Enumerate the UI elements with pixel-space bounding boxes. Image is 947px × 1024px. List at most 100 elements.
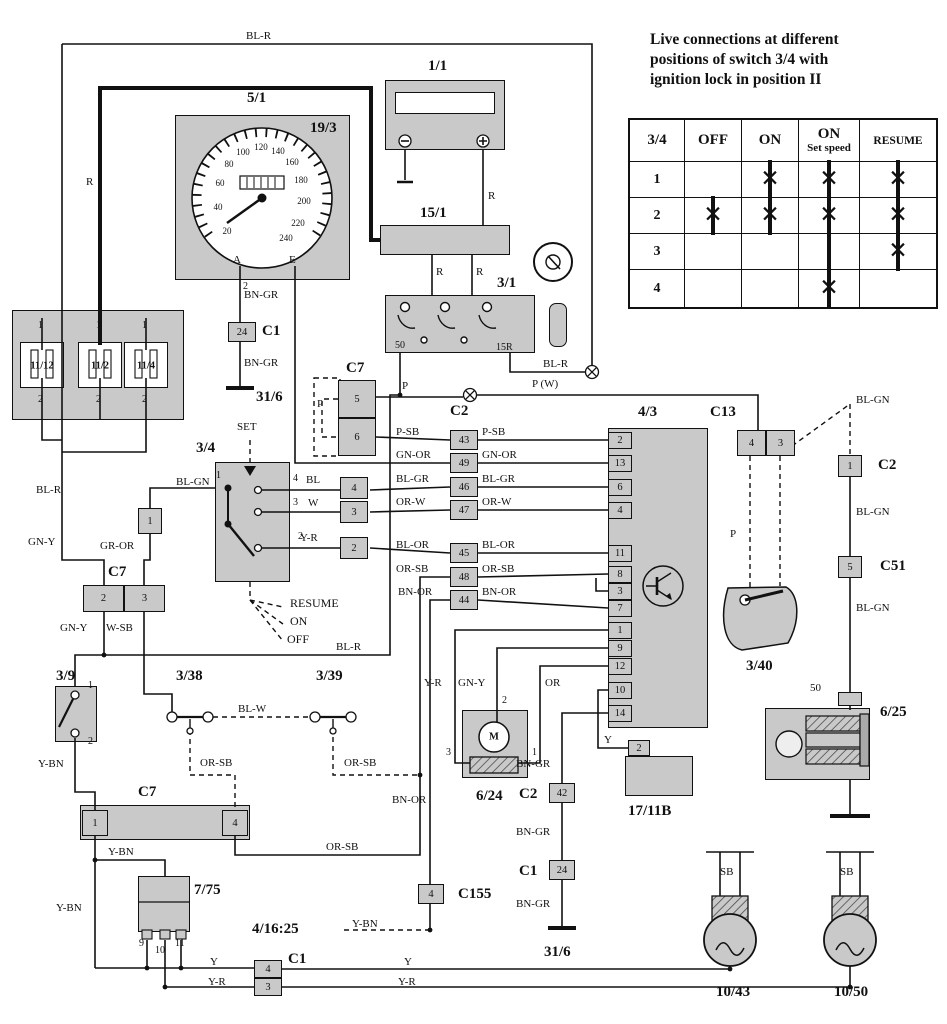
table-row-label: 4 <box>630 270 685 307</box>
wire-label-bl-gn: BL-GN <box>856 394 890 406</box>
table-col-set-speed: ON Set speed <box>799 120 860 162</box>
speedometer-box <box>175 115 350 280</box>
wire-label-bl-gr: BL-GR <box>482 473 515 485</box>
c13-pin-3: 3 <box>766 430 795 456</box>
pin-label: 1 <box>847 460 853 472</box>
on-label: ON <box>290 614 308 628</box>
mark <box>860 232 936 271</box>
label-6-24: 6/24 <box>476 788 503 804</box>
pin-digit: 9 <box>139 938 144 949</box>
wire-label-p-sb: P-SB <box>396 426 420 438</box>
pedal-switch-icon <box>722 586 798 651</box>
pin-digit: 2 <box>38 394 43 405</box>
wire-label-y-r: Y-R <box>398 976 416 988</box>
mark <box>860 196 936 235</box>
switch-connector-pin-3: 3 <box>340 501 368 523</box>
pin-label: 43 <box>458 434 470 446</box>
wire-label-bl-or: BL-OR <box>396 539 429 551</box>
wire-label-bn-or: BN-OR <box>482 586 517 598</box>
table-mark-cell <box>799 232 860 271</box>
pin-label: 4 <box>265 963 271 975</box>
pin-digit: 2 <box>243 281 248 292</box>
wire-label-or-sb: OR-SB <box>482 563 515 575</box>
label-c1-24: C1 <box>519 863 538 879</box>
key-cylinder-box <box>549 303 567 347</box>
pin-digit: 3 <box>446 747 451 758</box>
label-c7-top: C7 <box>346 360 365 376</box>
label-10-43: 10/43 <box>716 984 751 1000</box>
pin-label: 1 <box>617 625 623 636</box>
pin-label: 3 <box>777 437 784 449</box>
ground-icon <box>226 386 870 930</box>
pin-digit: 1 <box>38 320 43 331</box>
gauge-number: 80 <box>224 159 234 169</box>
wire-label-r: R <box>436 266 444 278</box>
label-11-4: 11/4 <box>136 360 156 372</box>
terminal-15r: 15R <box>496 342 513 353</box>
wire-label-bn-or: BN-OR <box>398 586 433 598</box>
wire-label-y-bn: Y-BN <box>108 846 134 858</box>
note-line-1: Live connections at different <box>650 31 839 48</box>
module-pin-14: 14 <box>608 705 632 722</box>
wire-label-bl-gn: BL-GN <box>176 476 210 488</box>
module-pin-11: 11 <box>608 545 632 562</box>
wire-label-bl-r: BL-R <box>543 358 569 370</box>
module-pin-1: 1 <box>608 622 632 639</box>
pin-label: 4 <box>428 888 434 900</box>
c7-pin-5: 5 <box>338 380 376 418</box>
connector-c7-bottom-box <box>80 805 250 840</box>
wire-label-p: P <box>402 380 409 392</box>
wire-label-p: P <box>317 398 324 410</box>
switch-contact-icons <box>166 711 357 735</box>
pin-digit: 1 <box>216 470 221 481</box>
label-4-16-25: 4/16:25 <box>252 921 299 937</box>
pin-label: 46 <box>458 481 470 493</box>
module-pin-8: 8 <box>608 566 632 583</box>
pin-digit: 1 <box>532 747 537 758</box>
note-line-2: positions of switch 3/4 with <box>650 51 829 68</box>
mark <box>742 196 798 235</box>
table-mark-cell <box>685 234 742 270</box>
switch-connector-pin-2: 2 <box>340 537 368 559</box>
mark <box>799 232 859 271</box>
col-label-on: ON <box>817 125 841 142</box>
mark <box>860 270 936 307</box>
table-mark-cell <box>860 160 936 199</box>
wire-label-bl-gr: BL-GR <box>396 473 429 485</box>
wire-label-bn-gr: BN-GR <box>516 758 551 770</box>
table-row-label: 2 <box>630 198 685 234</box>
pin-label: 47 <box>458 504 470 516</box>
wire-label-w-sb: W-SB <box>106 622 133 634</box>
wire-label-sb: SB <box>840 866 854 878</box>
pin-digit: 2 <box>88 736 93 747</box>
pin-label: 5 <box>354 393 360 405</box>
wire-label-or-w: OR-W <box>396 496 426 508</box>
table-mark-cell <box>860 270 936 307</box>
label-10-50: 10/50 <box>834 984 869 1000</box>
label-c1-top: C1 <box>262 323 281 339</box>
pin-label: 4 <box>232 817 238 829</box>
cruise-switch-box <box>215 462 290 582</box>
table-mark-cell <box>860 196 936 235</box>
label-c7-mid: C7 <box>108 564 127 580</box>
c2-pin-47: 47 <box>450 500 478 520</box>
wire-label-bn-gr: BN-GR <box>516 898 551 910</box>
pin-label: 42 <box>556 787 568 799</box>
terminal-label-50: 50 <box>810 682 821 694</box>
table-mark-cell <box>799 160 860 199</box>
note-line-3: ignition lock in position II <box>650 71 822 88</box>
wire-label-y-bn: Y-BN <box>56 902 82 914</box>
wire-label-y-bn: Y-BN <box>38 758 64 770</box>
wire-label-gr-or: GR-OR <box>100 540 135 552</box>
label-11-2: 11/2 <box>90 360 110 372</box>
pin-label: 10 <box>614 685 626 696</box>
c2-pin-49: 49 <box>450 453 478 473</box>
mark <box>860 160 936 199</box>
module-pin-2: 2 <box>608 432 632 449</box>
pin-label: 8 <box>617 569 623 580</box>
pin-label: 3 <box>351 506 357 518</box>
pin-label: 13 <box>614 458 626 469</box>
power-unit-window <box>395 92 495 114</box>
table-mark-cell <box>742 234 799 270</box>
pin-digit: 4 <box>293 473 298 484</box>
